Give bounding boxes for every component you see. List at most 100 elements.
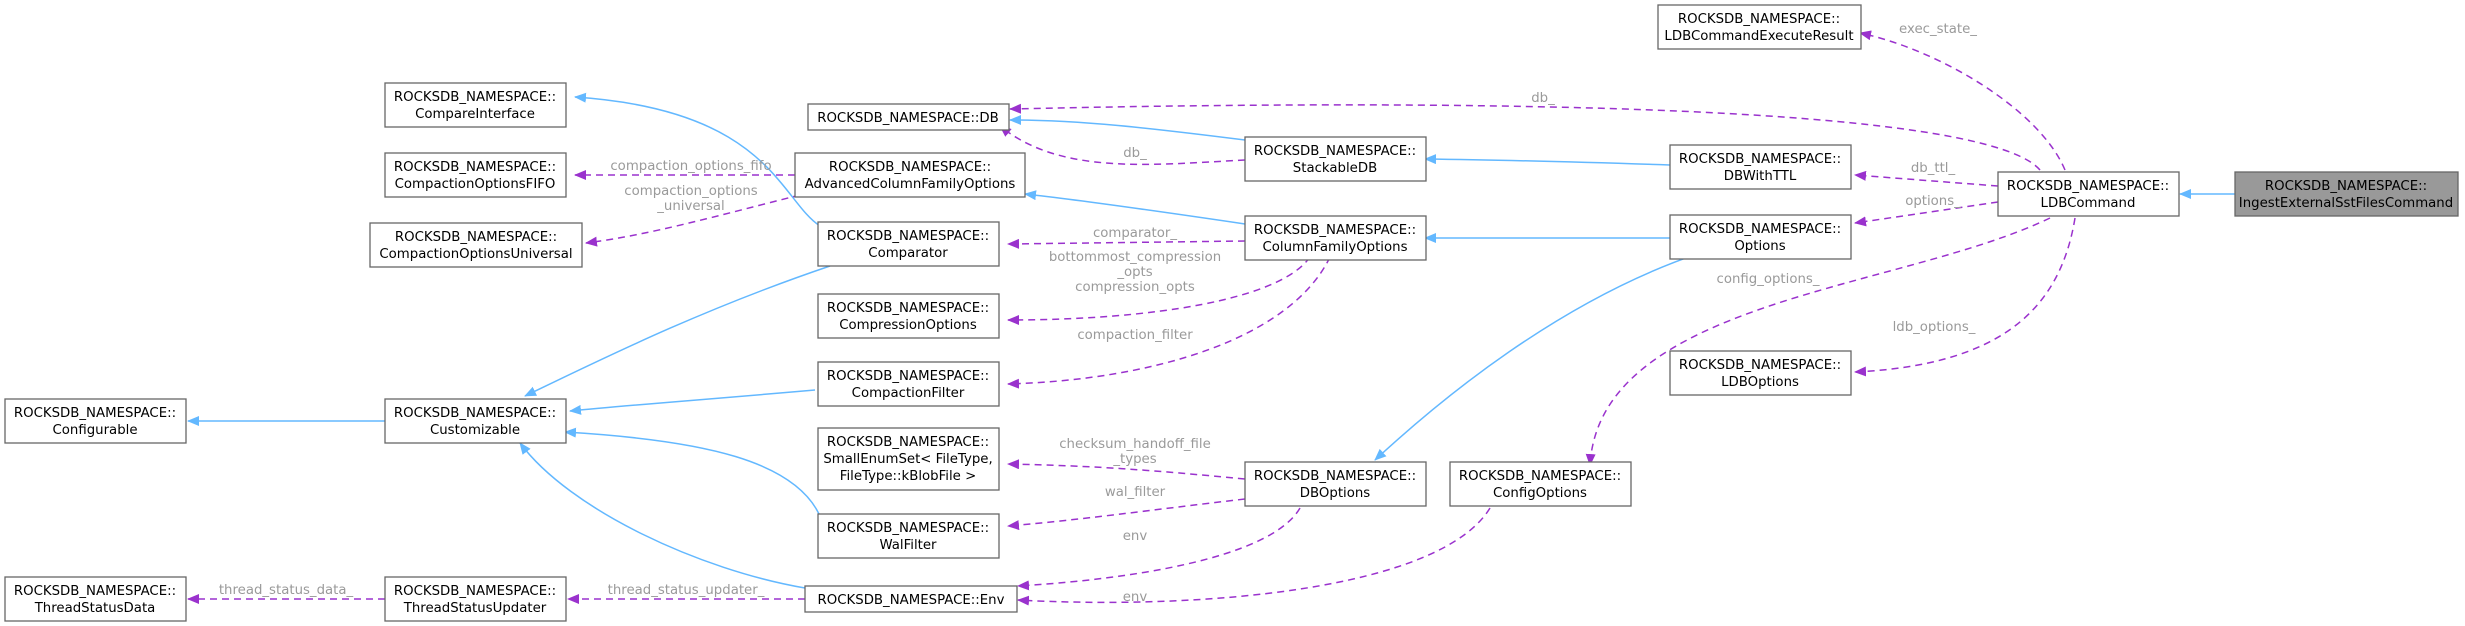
svg-text:ROCKSDB_NAMESPACE::ThreadStatu: ROCKSDB_NAMESPACE::ThreadStatusUpdater [394,584,556,616]
svg-text:ROCKSDB_NAMESPACE::ThreadStatu: ROCKSDB_NAMESPACE::ThreadStatusData [14,584,176,616]
node-db-with-ttl[interactable]: ROCKSDB_NAMESPACE::DBWithTTL [1669,144,1852,190]
svg-text:ROCKSDB_NAMESPACE::ConfigOptio: ROCKSDB_NAMESPACE::ConfigOptions [1459,469,1621,501]
edge-label-compaction-universal: compaction_options_universal [624,184,757,214]
edge-options-dboptions [1374,252,1701,461]
edge-label-thread-status-updater: thread_status_updater_ [608,583,765,598]
svg-text:comparator_: comparator_ [1093,226,1177,241]
node-ldb-options[interactable]: ROCKSDB_NAMESPACE::LDBOptions [1669,350,1852,396]
edge-cfoptions-comparator [1007,238,1246,249]
edge-walfilter-customizable [564,427,823,522]
edge-label-exec-state: exec_state_ [1899,22,1977,37]
node-stackable-db[interactable]: ROCKSDB_NAMESPACE::StackableDB [1244,136,1427,182]
svg-text:options_: options_ [1905,194,1961,209]
edge-env-customizable [519,442,806,589]
svg-text:config_options_: config_options_ [1717,272,1820,287]
node-comparator[interactable]: ROCKSDB_NAMESPACE::Comparator [817,221,1000,267]
edge-dboptions-walfilter [1007,498,1246,531]
node-config-options[interactable]: ROCKSDB_NAMESPACE::ConfigOptions [1449,461,1632,507]
svg-text:ROCKSDB_NAMESPACE::AdvancedCol: ROCKSDB_NAMESPACE::AdvancedColumnFamilyO… [805,160,1016,192]
node-compare-interface[interactable]: ROCKSDB_NAMESPACE::CompareInterface [384,82,567,128]
svg-text:ROCKSDB_NAMESPACE::Configurabl: ROCKSDB_NAMESPACE::Configurable [14,406,176,438]
node-compaction-options-fifo[interactable]: ROCKSDB_NAMESPACE::CompactionOptionsFIFO [384,152,567,198]
edge-label-db-stack: db_ [1123,146,1147,161]
node-options[interactable]: ROCKSDB_NAMESPACE::Options [1669,214,1852,260]
edge-compactionfilter-customizable [569,389,816,415]
svg-text:checksum_handoff_file_types: checksum_handoff_file_types [1059,437,1211,467]
edge-label-config-options: config_options_ [1717,272,1820,287]
svg-text:ROCKSDB_NAMESPACE::WalFilter: ROCKSDB_NAMESPACE::WalFilter [827,521,989,553]
svg-text:ROCKSDB_NAMESPACE::SmallEnumSe: ROCKSDB_NAMESPACE::SmallEnumSet< FileTyp… [823,435,992,484]
node-customizable[interactable]: ROCKSDB_NAMESPACE::Customizable [384,398,567,444]
svg-text:ROCKSDB_NAMESPACE::StackableDB: ROCKSDB_NAMESPACE::StackableDB [1254,144,1416,176]
svg-text:ROCKSDB_NAMESPACE::ColumnFamil: ROCKSDB_NAMESPACE::ColumnFamilyOptions [1254,223,1416,255]
node-compaction-options-universal[interactable]: ROCKSDB_NAMESPACE::CompactionOptionsUniv… [369,222,583,268]
edge-label-db-top: db_ [1531,91,1555,106]
svg-text:db_: db_ [1531,91,1555,106]
edge-label-db-ttl: db_ttl_ [1911,161,1956,176]
edge-advcfoptions-compactionoptionsuniversal [585,194,801,247]
edge-dboptions-env [1017,507,1301,591]
svg-text:compaction_options_fifo: compaction_options_fifo [610,159,771,174]
edge-ldbcommand-ldbcmdexec [1859,30,2066,171]
edge-dboptions-smallenumset [1007,459,1246,480]
edge-label-comparator: comparator_ [1093,226,1177,241]
svg-text:db_ttl_: db_ttl_ [1911,161,1956,176]
node-ldb-command-execute-result[interactable]: ROCKSDB_NAMESPACE::LDBCommandExecuteResu… [1657,4,1862,50]
edge-label-env-db: env [1123,529,1148,544]
node-configurable[interactable]: ROCKSDB_NAMESPACE::Configurable [4,398,187,444]
node-wal-filter[interactable]: ROCKSDB_NAMESPACE::WalFilter [817,513,1000,559]
node-thread-status-data[interactable]: ROCKSDB_NAMESPACE::ThreadStatusData [4,576,187,622]
edge-cfoptions-advcfoptions [1024,190,1246,225]
node-thread-status-updater[interactable]: ROCKSDB_NAMESPACE::ThreadStatusUpdater [384,576,567,622]
edge-ldbcommand-db [1009,103,2041,171]
svg-text:ROCKSDB_NAMESPACE::DBOptions: ROCKSDB_NAMESPACE::DBOptions [1254,469,1416,501]
svg-text:ROCKSDB_NAMESPACE::LDBOptions: ROCKSDB_NAMESPACE::LDBOptions [1679,358,1841,390]
edge-ldbcommand-ldboptions [1854,217,2076,377]
svg-text:ROCKSDB_NAMESPACE::Comparator: ROCKSDB_NAMESPACE::Comparator [827,229,989,261]
svg-text:ROCKSDB_NAMESPACE::LDBCommand: ROCKSDB_NAMESPACE::LDBCommand [2007,179,2169,211]
edge-stackabledb-db [999,125,1246,166]
edge-stackabledb-db [1009,115,1246,141]
node-db-options[interactable]: ROCKSDB_NAMESPACE::DBOptions [1244,461,1427,507]
edge-ldbcommand-configoptions [1585,217,2051,466]
node-db[interactable]: ROCKSDB_NAMESPACE::DB [807,103,1010,131]
node-compression-options[interactable]: ROCKSDB_NAMESPACE::CompressionOptions [817,293,1000,339]
svg-text:env: env [1123,529,1148,544]
svg-text:ROCKSDB_NAMESPACE::DBWithTTL: ROCKSDB_NAMESPACE::DBWithTTL [1679,152,1841,184]
edge-label-checksum: checksum_handoff_file_types [1059,437,1211,467]
svg-text:ROCKSDB_NAMESPACE::Options: ROCKSDB_NAMESPACE::Options [1679,222,1841,254]
edge-cfoptions-compactionfilter [1007,256,1331,389]
svg-text:compaction_filter: compaction_filter [1077,328,1193,343]
svg-text:ROCKSDB_NAMESPACE::CompactionF: ROCKSDB_NAMESPACE::CompactionFilter [827,369,989,401]
edge-dbwithttl-stackabledb [1424,154,1671,166]
edge-comparator-compareinterface [574,92,821,227]
node-ingest-external-sst-files-command[interactable]: ROCKSDB_NAMESPACE::IngestExternalSstFile… [2234,171,2459,217]
edge-cfoptions-compressionoptions [1007,256,1311,325]
svg-text:env: env [1123,590,1148,605]
node-column-family-options[interactable]: ROCKSDB_NAMESPACE::ColumnFamilyOptions [1244,215,1427,261]
svg-text:ROCKSDB_NAMESPACE::Compression: ROCKSDB_NAMESPACE::CompressionOptions [827,301,989,333]
svg-text:thread_status_data_: thread_status_data_ [219,583,354,598]
edge-label-compaction-filter: compaction_filter [1077,328,1193,343]
svg-text:compaction_options_universal: compaction_options_universal [624,184,757,214]
svg-text:db_: db_ [1123,146,1147,161]
svg-text:ROCKSDB_NAMESPACE::IngestExter: ROCKSDB_NAMESPACE::IngestExternalSstFile… [2239,179,2453,211]
node-ldb-command[interactable]: ROCKSDB_NAMESPACE::LDBCommand [1997,171,2180,217]
svg-text:ROCKSDB_NAMESPACE::CompareInte: ROCKSDB_NAMESPACE::CompareInterface [394,90,556,122]
svg-text:ROCKSDB_NAMESPACE::LDBCommandE: ROCKSDB_NAMESPACE::LDBCommandExecuteResu… [1664,12,1853,44]
svg-text:wal_filter: wal_filter [1105,485,1166,500]
svg-text:ROCKSDB_NAMESPACE::CompactionO: ROCKSDB_NAMESPACE::CompactionOptionsUniv… [379,230,572,262]
node-small-enum-set[interactable]: ROCKSDB_NAMESPACE::SmallEnumSet< FileTyp… [817,427,1000,491]
node-compaction-filter[interactable]: ROCKSDB_NAMESPACE::CompactionFilter [817,361,1000,407]
svg-text:exec_state_: exec_state_ [1899,22,1977,37]
node-advanced-column-family-options[interactable]: ROCKSDB_NAMESPACE::AdvancedColumnFamilyO… [794,152,1026,198]
edge-label-ldb-options: ldb_options_ [1893,320,1976,335]
edge-comparator-customizable [524,265,831,397]
svg-text:ROCKSDB_NAMESPACE::Customizabl: ROCKSDB_NAMESPACE::Customizable [394,406,556,438]
node-env[interactable]: ROCKSDB_NAMESPACE::Env [804,585,1018,613]
edge-label-thread-status-data: thread_status_data_ [219,583,354,598]
svg-text:ROCKSDB_NAMESPACE::CompactionO: ROCKSDB_NAMESPACE::CompactionOptionsFIFO [394,160,556,192]
